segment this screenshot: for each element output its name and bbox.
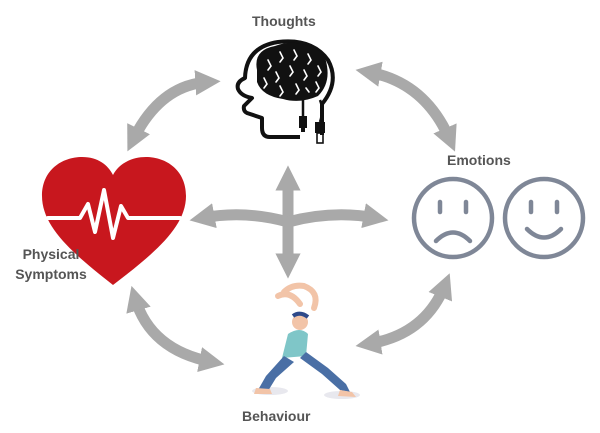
arrow-center-left [189, 203, 290, 229]
arrow-thoughts-emotions [355, 61, 457, 152]
arrow-physical-behaviour [126, 285, 225, 373]
behaviour-label: Behaviour [242, 408, 311, 424]
physical-symptoms-label: Physical Symptoms [8, 244, 94, 284]
arrow-emotions-behaviour [355, 273, 453, 355]
emotions-label: Emotions [447, 152, 511, 168]
cycle-arrows [126, 61, 457, 373]
stretching-person-icon [252, 282, 360, 399]
thoughts-label: Thoughts [252, 13, 316, 29]
sad-happy-faces-icon [411, 176, 586, 260]
arrow-thoughts-physical [127, 70, 221, 152]
physical-symptoms-label-line1: Physical [22, 246, 80, 262]
center-cross-arrows [189, 165, 389, 279]
sad-face-icon [411, 176, 495, 260]
brain-head-icon [235, 39, 335, 144]
happy-face-icon [502, 176, 586, 260]
heart-ecg-icon [42, 157, 186, 285]
arrow-center-right [286, 203, 389, 229]
physical-symptoms-label-line2: Symptoms [15, 266, 87, 282]
